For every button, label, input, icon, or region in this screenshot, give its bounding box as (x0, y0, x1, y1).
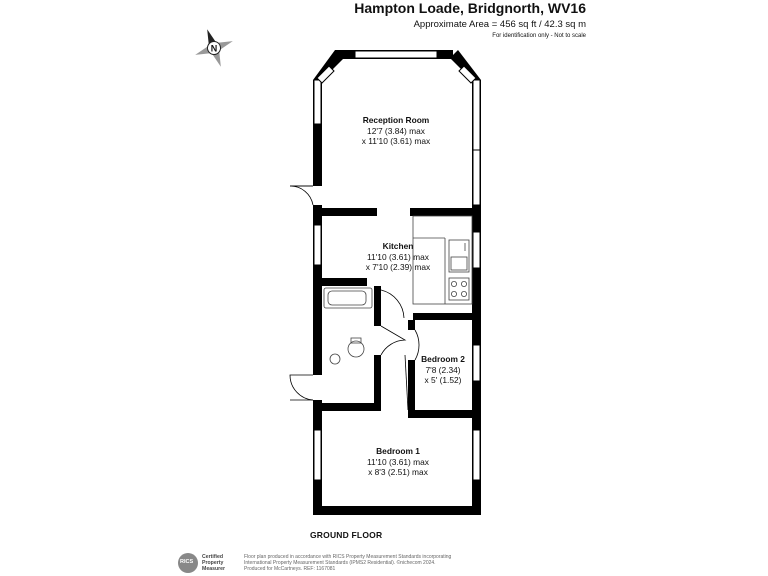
room-dimension: 12'7 (3.84) max (367, 125, 425, 136)
room-name: Kitchen (382, 241, 414, 251)
bathroom-fixtures (323, 287, 373, 365)
rics-badge: RICS Certified Property Measurer (178, 553, 236, 574)
room-dimension: x 7'10 (2.39) max (365, 262, 431, 272)
approximate-area: Approximate Area = 456 sq ft / 42.3 sq m (413, 19, 586, 30)
room-dimension: 7'8 (2.34) (425, 364, 461, 375)
room-dimension: 11'10 (3.61) max (367, 251, 429, 262)
kitchen-fixtures (412, 215, 473, 305)
rics-certified-text: Certified Property Measurer (202, 554, 226, 572)
room-label-kitchen: Kitchen 11'10 (3.61) max x 7'10 (2.39) m… (348, 241, 448, 273)
room-name: Bedroom 1 (376, 446, 420, 456)
floor-label: GROUND FLOOR (310, 530, 383, 540)
doors (289, 185, 420, 411)
compass-north-letter: N (211, 44, 218, 54)
room-dimension: x 5' (1.52) (424, 375, 462, 385)
compass-icon: N (190, 24, 238, 72)
windows (313, 50, 481, 481)
footnote: Floor plan produced in accordance with R… (244, 554, 452, 573)
rics-logo: RICS (178, 553, 198, 573)
room-label-reception: Reception Room 12'7 (3.84) max x 11'10 (… (346, 115, 446, 147)
room-label-bedroom-1: Bedroom 1 11'10 (3.61) max x 8'3 (2.51) … (348, 446, 448, 478)
room-name: Reception Room (362, 115, 430, 125)
plan-title: Hampton Loade, Bridgnorth, WV16 (354, 0, 586, 16)
identification-note: For identification only - Not to scale (492, 33, 586, 39)
room-dimension: x 11'10 (3.61) max (361, 136, 431, 146)
room-name: Bedroom 2 (421, 354, 465, 364)
room-label-bedroom-2: Bedroom 2 7'8 (2.34) x 5' (1.52) (412, 354, 474, 386)
room-dimension: 11'10 (3.61) max (367, 456, 429, 467)
room-dimension: x 8'3 (2.51) max (368, 467, 428, 477)
